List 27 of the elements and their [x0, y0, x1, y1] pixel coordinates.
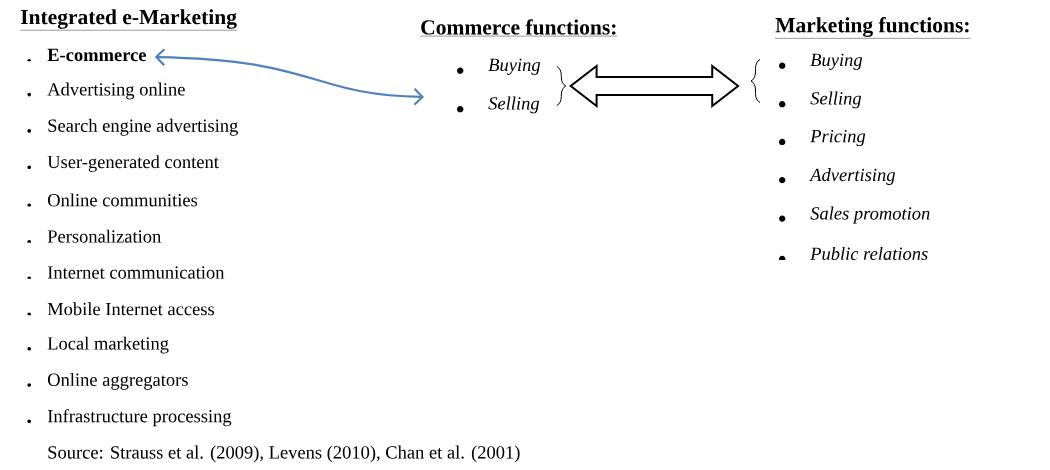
list-item: Public relations — [779, 246, 928, 260]
list-item: Mobile Internet access — [27, 302, 214, 316]
list-item: Personalization — [27, 229, 161, 243]
node-label: Selling — [488, 96, 540, 114]
double-arrow — [154, 48, 424, 106]
double-arrow — [569, 64, 740, 108]
heading: Integrated e-Marketing — [20, 9, 238, 31]
list-item: Sales promotion — [779, 206, 930, 224]
list-item: Advertising — [779, 168, 895, 185]
list-item: E-commerce — [27, 48, 147, 62]
list-item: Online aggregators — [27, 372, 188, 390]
list-item: Local marketing — [27, 336, 169, 354]
node-label: Selling — [810, 91, 862, 109]
bullet-list: Buying Selling — [457, 58, 541, 114]
list-item: Pricing — [779, 129, 866, 147]
node-label: Buying — [810, 53, 863, 70]
bullet-list: Buying Selling — [779, 53, 863, 109]
heading: Commerce functions: — [420, 19, 618, 37]
list-item: User-generated content — [27, 155, 219, 172]
node-label: Buying — [488, 58, 541, 75]
list-item: Advertising online — [27, 82, 185, 100]
list-item: Internet communication — [27, 266, 225, 279]
list-item: Online communities — [27, 193, 198, 207]
list-item: Infrastructure processing — [27, 409, 232, 427]
list-item: Search engine advertising — [27, 118, 238, 136]
source-note: Source: Strauss et al. (2009), Levens (2010), Chan et al. (2001) — [48, 445, 520, 463]
node-label: E-commerce — [47, 48, 147, 62]
